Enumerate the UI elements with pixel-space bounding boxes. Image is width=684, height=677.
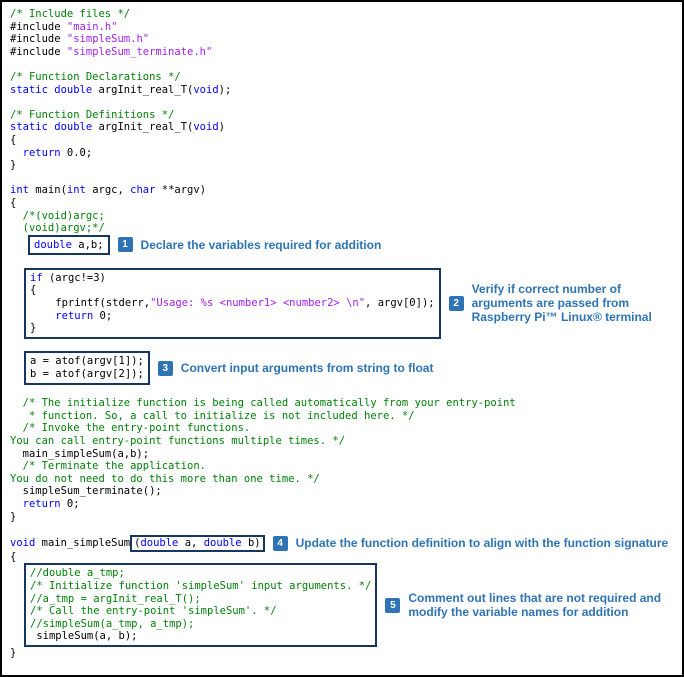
code-line: return 0;: [55, 309, 113, 322]
callout-5-badge: 5: [385, 597, 401, 613]
code-line: /* Include files */: [10, 8, 131, 20]
code-block-spacer-2: [10, 339, 678, 352]
code-line: #include "simpleSum.h": [10, 33, 150, 46]
code-block-main-body: /* The initialize function is being call…: [10, 385, 678, 536]
code-line: You can call entry-point functions multi…: [10, 435, 346, 447]
code-line: b = atof(argv[2]);: [30, 368, 144, 381]
code-line: static double argInit_real_T(void);: [10, 83, 232, 96]
code-line: //a_tmp = argInit_real_T();: [30, 592, 201, 605]
callout-row-function-signature: void main_simpleSum(double a, double b) …: [10, 534, 678, 552]
code-line: }: [10, 510, 17, 523]
code-box-declare-variables: double a,b;: [28, 234, 110, 256]
code-line: /* The initialize function is being call…: [10, 397, 516, 410]
code-line: [10, 523, 678, 536]
code-line: * function. So, a call to initialize is …: [10, 409, 415, 422]
code-line: /* Function Definitions */: [10, 108, 175, 121]
code-line: a = atof(argv[1]);: [30, 355, 144, 368]
code-line: static double argInit_real_T(void): [10, 121, 225, 134]
code-line: int main(int argc, char **argv): [10, 184, 207, 197]
code-block-close-brace: }: [10, 647, 678, 660]
callout-1-badge: 1: [117, 237, 133, 253]
code-line: {: [10, 196, 17, 209]
code-line: fprintf(stderr,"Usage: %s <number1> <num…: [30, 297, 435, 310]
code-line: {: [10, 133, 17, 146]
code-line: return 0.0;: [22, 146, 93, 159]
callout-4-badge: 4: [272, 535, 288, 551]
code-line: simpleSum(a, b);: [30, 630, 138, 643]
code-block-open-brace: {: [10, 551, 678, 564]
code-line: #include "main.h": [10, 20, 118, 33]
code-line: [10, 172, 678, 185]
code-line: /* Function Declarations */: [10, 70, 181, 83]
code-line: {: [10, 550, 17, 563]
code-line: /* Terminate the application.: [10, 460, 206, 473]
code-line: #include "simpleSum_terminate.h": [10, 45, 213, 58]
code-line: (void)argv;*/: [10, 222, 105, 235]
callout-1-text: Declare the variables required for addit…: [140, 237, 382, 252]
callout-row-atof-conversion: a = atof(argv[1]);b = atof(argv[2]); 3 C…: [10, 351, 678, 385]
code-line: if (argc!=3): [30, 271, 106, 284]
code-line: /* Invoke the entry-point functions.: [10, 422, 251, 435]
code-line: You do not need to do this more than one…: [10, 472, 320, 485]
code-line: }: [10, 646, 17, 659]
code-line: void main_simpleSum(double a, double b): [10, 534, 265, 552]
callout-row-declare-variables: double a,b; 1 Declare the variables requ…: [10, 234, 678, 256]
code-line: /*(void)argc;: [10, 209, 105, 222]
callout-2-badge: 2: [448, 295, 464, 311]
code-line: return 0;: [22, 497, 80, 510]
code-line: /* Call the entry-point 'simpleSum'. */: [30, 605, 277, 618]
code-box-comment-out-lines: //double a_tmp;/* Initialize function 's…: [24, 563, 378, 647]
code-line: [10, 58, 678, 71]
code-line: {: [30, 284, 37, 297]
callout-3-text: Convert input arguments from string to f…: [180, 361, 434, 376]
callout-row-comment-out-lines: //double a_tmp;/* Initialize function 's…: [10, 563, 678, 647]
code-line: [10, 385, 678, 398]
code-line: //double a_tmp;: [30, 567, 125, 580]
callout-5-text: Comment out lines that are not required …: [408, 591, 662, 620]
code-line-function-signature: void main_simpleSum(double a, double b): [10, 534, 265, 552]
code-block-top: /* Include files */#include "main.h"#inc…: [10, 8, 678, 235]
code-box-atof-conversion: a = atof(argv[1]);b = atof(argv[2]);: [24, 351, 150, 385]
callout-row-argument-check: if (argc!=3){ fprintf(stderr,"Usage: %s …: [10, 267, 678, 339]
code-line: double a,b;: [34, 238, 104, 251]
code-line: main_simpleSum(a,b);: [10, 447, 150, 460]
callout-3-badge: 3: [157, 360, 173, 376]
code-line: }: [10, 159, 17, 172]
code-line: /* Initialize function 'simpleSum' input…: [30, 579, 372, 592]
callout-2-text: Verify if correct number of arguments ar…: [471, 282, 652, 325]
callout-4-text: Update the function definition to align …: [295, 536, 669, 551]
code-inline-box: (double a, double b): [130, 534, 265, 552]
code-line: [10, 96, 678, 109]
code-line: //simpleSum(a_tmp, a_tmp);: [30, 617, 195, 630]
code-line: [10, 255, 678, 268]
code-block-spacer-1: [10, 255, 678, 268]
code-line: simpleSum_terminate();: [10, 485, 162, 498]
code-line: [10, 339, 678, 352]
code-line: }: [30, 322, 37, 335]
code-box-argument-check: if (argc!=3){ fprintf(stderr,"Usage: %s …: [24, 267, 441, 339]
